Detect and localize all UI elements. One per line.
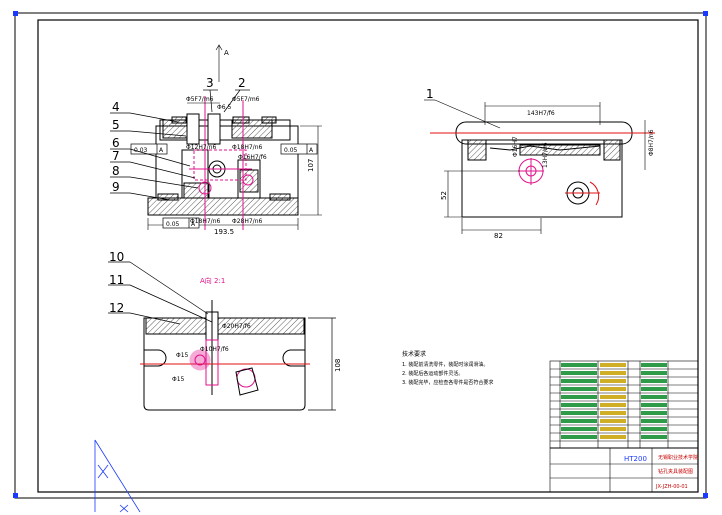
notes-title: 技术要求 — [402, 350, 426, 358]
notes-line-2: 2. 装配后各运动部件灵活。 — [402, 370, 463, 377]
top-plate-hatch-right — [231, 119, 273, 139]
side-mid-dim-1: Φ16H7 — [512, 136, 519, 157]
material-label: HT200 — [624, 455, 647, 463]
inner-border — [37, 19, 699, 493]
side-height-dim: 52 — [440, 191, 448, 200]
top-clamp-bar — [145, 317, 305, 335]
fit-mid-2: Φ18H7/n6 — [232, 144, 263, 151]
base-plate — [147, 197, 299, 216]
front-texts: 3 2 4 5 6 7 8 9 Φ5F7/m6 Φ5F7/m6 Φ6.5 Φ12… — [112, 49, 315, 236]
top-dim-1: Φ15 — [176, 352, 189, 359]
school-label: 无锡职业技术学院 — [658, 454, 698, 461]
fit-mid-1: Φ12H7/n6 — [186, 144, 217, 151]
front-width-dim: 193.5 — [214, 228, 234, 236]
part-label-11: 11 — [109, 273, 124, 287]
part-label-8: 8 — [112, 164, 120, 178]
view-arrow-label: A — [224, 49, 229, 57]
dim-top: Φ6.5 — [217, 104, 231, 111]
tol-3-datum: A — [191, 221, 196, 228]
side-mid-dim-2: 13H7/n6 — [542, 142, 549, 168]
notes-line-3: 3. 装配完毕，应检查各零件是否符合要求 — [402, 379, 493, 386]
side-body — [461, 139, 623, 218]
side-width-dim: 82 — [494, 232, 503, 240]
outer-border — [14, 12, 707, 499]
top-fit-1: Φ20H7/f6 — [222, 323, 251, 330]
top-plate — [159, 119, 291, 141]
fit-top-left: Φ5F7/m6 — [186, 96, 214, 103]
corner-markers — [13, 11, 708, 498]
fit-top-right: Φ5F7/m6 — [232, 96, 260, 103]
drawing-name-label: 钻孔夹具装配图 — [658, 468, 693, 475]
part-label-7: 7 — [112, 149, 120, 163]
tol-1-datum: A — [159, 147, 164, 154]
top-leaders — [108, 261, 336, 411]
fit-low-1: Φ18H7/n6 — [190, 218, 221, 225]
top-view — [143, 300, 306, 411]
tol-2-datum: A — [309, 147, 314, 154]
part-label-10: 10 — [109, 250, 124, 264]
part-label-6: 6 — [112, 136, 120, 150]
technical-notes: 技术要求 1. 装配前清洗零件，装配时涂润滑油。 2. 装配后各运动部件灵活。 … — [402, 350, 493, 386]
fit-low-2: Φ28H7/n6 — [232, 218, 263, 225]
drawing-number-label: JX-JZH-00-01 — [655, 484, 688, 490]
notes-line-1: 1. 装配前清洗零件，装配时涂润滑油。 — [402, 361, 488, 368]
top-body — [143, 317, 306, 411]
leader-lines — [110, 89, 250, 201]
front-height-dim: 107 — [307, 159, 315, 172]
part-label-2: 2 — [238, 76, 246, 90]
part-label-5: 5 — [112, 118, 120, 132]
top-view-title: A向 2:1 — [200, 276, 225, 285]
part-label-9: 9 — [112, 180, 120, 194]
top-fit-2: Φ10H7/f6 — [200, 346, 229, 353]
front-center-lines — [189, 96, 254, 230]
part-label-1: 1 — [426, 87, 434, 101]
body-block — [155, 125, 299, 199]
tol-2-value: 0.05 — [284, 147, 298, 154]
front-view — [147, 113, 299, 216]
top-dim-2: Φ15 — [172, 376, 185, 383]
side-right-fit: Φ8H7/n6 — [648, 129, 655, 156]
part-label-3: 3 — [206, 76, 214, 90]
part-label-12: 12 — [109, 301, 124, 315]
parts-list-fill — [561, 363, 667, 439]
top-center-lines — [140, 339, 310, 396]
part-label-4: 4 — [112, 100, 120, 114]
side-texts: 1 143H7/f6 Φ8H7/n6 Φ16H7 13H7/n6 52 82 — [426, 87, 655, 240]
fit-mid-3: Φ16H7/f6 — [238, 154, 267, 161]
ucs-icon — [94, 439, 141, 513]
tol-1-value: 0.03 — [134, 147, 148, 154]
title-block-texts: HT200 无锡职业技术学院 钻孔夹具装配图 JX-JZH-00-01 — [624, 454, 698, 490]
parts-list — [549, 360, 699, 493]
side-view — [455, 121, 633, 218]
side-top-fit: 143H7/f6 — [527, 110, 555, 117]
column-right — [237, 159, 261, 199]
bushing-right — [207, 113, 221, 145]
tol-3-value: 0.05 — [166, 221, 180, 228]
side-dimensions — [424, 99, 646, 234]
top-height-dim: 108 — [334, 359, 342, 372]
top-texts: 10 11 12 A向 2:1 Φ20H7/f6 Φ10H7/f6 Φ15 Φ1… — [109, 250, 342, 383]
bushing-left — [186, 113, 200, 145]
